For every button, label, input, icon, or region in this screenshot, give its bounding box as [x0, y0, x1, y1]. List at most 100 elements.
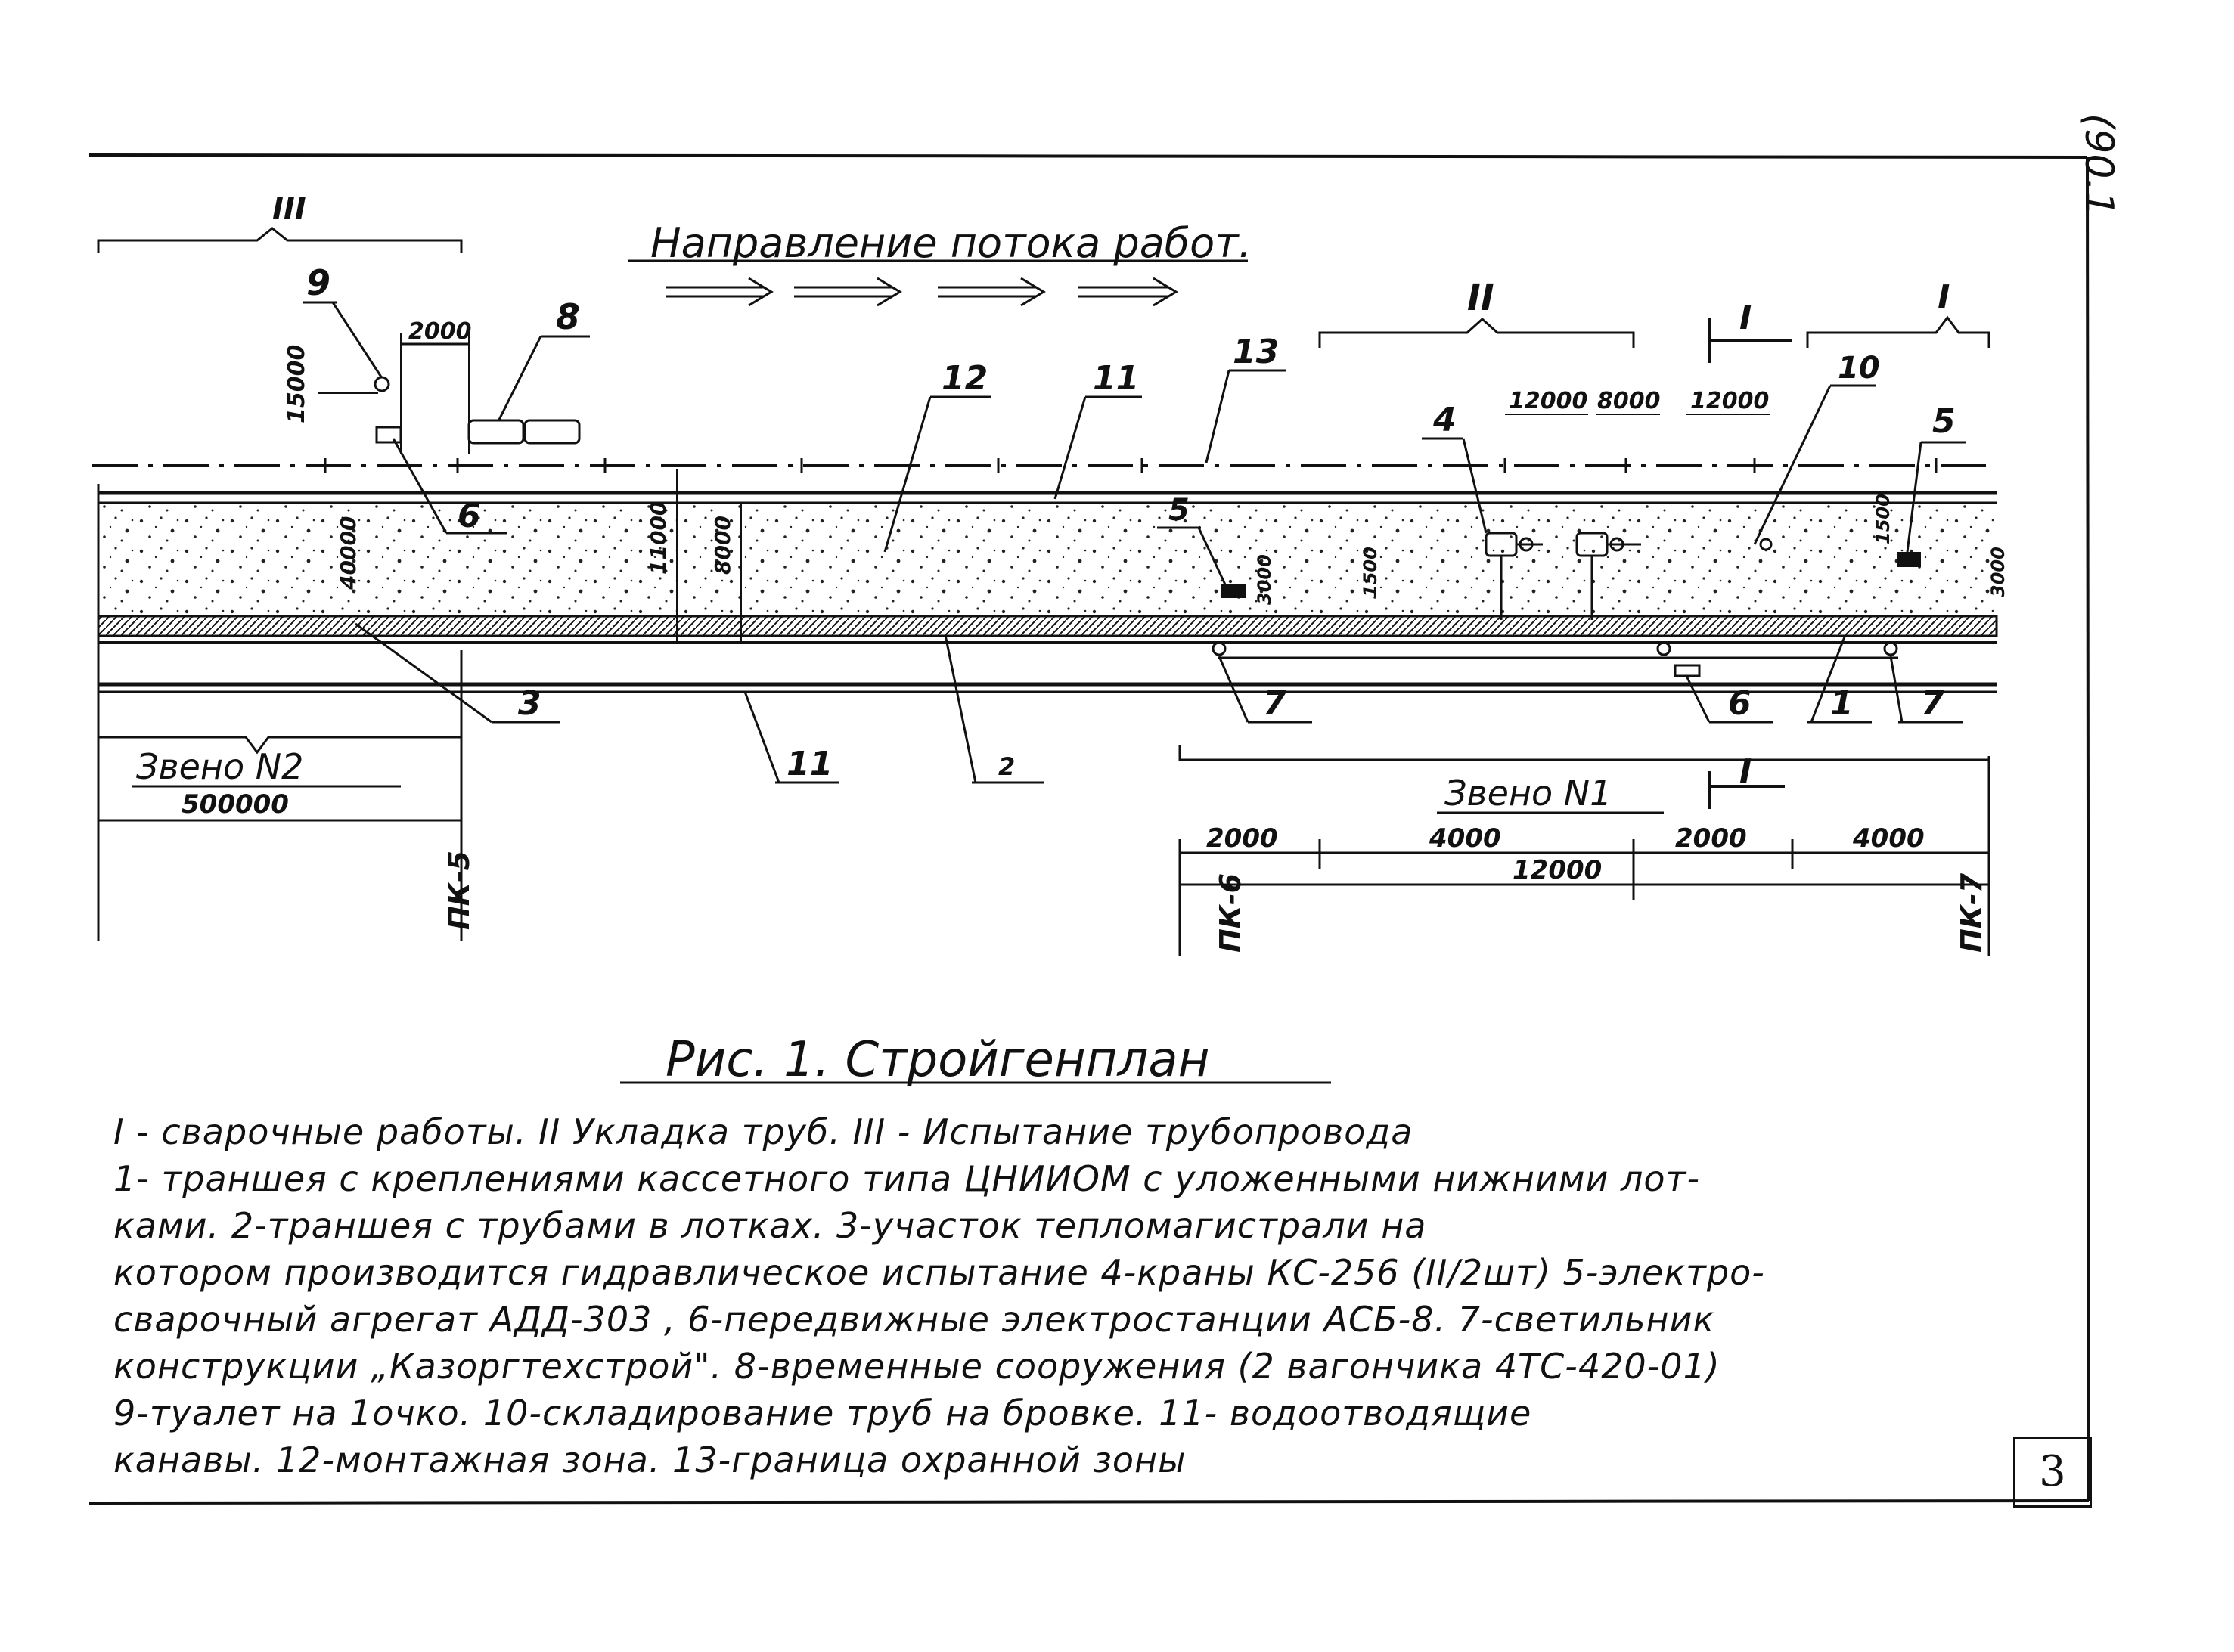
frame-right-line [2086, 157, 2090, 1502]
flow-direction-label: Направление потока работ. [650, 219, 1252, 267]
zone-I-label-b: I [1938, 278, 1950, 317]
callout-1: 1 [1830, 684, 1854, 723]
corner-mark: (90.1 [2076, 113, 2121, 217]
callout-11a: 11 [1093, 359, 1139, 398]
link-1-ticks [1178, 756, 1990, 956]
callout-10: 10 [1838, 351, 1880, 386]
callout-7b-leader [1889, 656, 1904, 723]
legend-line-4: котором производится гидравлическое испы… [113, 1252, 1765, 1293]
callout-9-leader [331, 302, 383, 379]
callout-13-leader [1205, 370, 1230, 463]
callout-12-leader [883, 396, 932, 553]
pipe-storage-symbol [1759, 538, 1773, 551]
dim-12000b-text: 12000 [1690, 388, 1769, 414]
picket-pk5: ПК-5 [442, 851, 476, 930]
temporary-building-2 [523, 419, 581, 445]
zone-I-label-a: I [1739, 299, 1752, 337]
figure-caption: Рис. 1. Стройгенплан [666, 1032, 1210, 1088]
legend-line-5: сварочный агрегат АДД-303 , 6-передвижны… [113, 1299, 1715, 1340]
crane-2 [1575, 532, 1641, 620]
picket-pk7: ПК-7 [1955, 872, 1988, 953]
flow-arrows [666, 277, 1178, 307]
link-2-length: 500000 [182, 789, 289, 820]
legend-line-6: конструкции „Казоргтехстрой". 8-временны… [113, 1346, 1720, 1387]
dim-1500-text: 1500 [1360, 547, 1381, 597]
callout-6b-leader [1685, 675, 1711, 723]
dim-11000-text: 11000 [646, 501, 671, 575]
callout-5b-leader [1906, 442, 1922, 553]
zone-III-brace [97, 227, 463, 253]
dim-1500b-text: 1500 [1873, 494, 1894, 544]
bottom-dim-12000: 12000 [1513, 855, 1602, 885]
callout-3: 3 [518, 684, 541, 723]
dim-2000-text: 2000 [408, 318, 472, 345]
dim-12000a-text: 12000 [1509, 388, 1587, 414]
zone-III-label: III [272, 192, 306, 227]
bottom-dim-4000b: 4000 [1852, 823, 1925, 854]
callout-10-leader [1753, 385, 1832, 545]
picket-pk6: ПК-6 [1214, 873, 1247, 953]
bottom-dim-2000b: 2000 [1675, 823, 1747, 854]
callout-2-leader [944, 634, 977, 783]
callout-1-leader [1810, 634, 1847, 723]
callout-13: 13 [1233, 333, 1279, 371]
mounting-zone [98, 504, 1997, 616]
callout-5a-leader [1197, 527, 1227, 585]
callout-3-leader [355, 622, 492, 724]
trench-band [97, 615, 1998, 637]
dim-8000v-text: 8000 [710, 516, 735, 575]
callout-7a: 7 [1263, 684, 1286, 723]
zone-II-label: II [1467, 277, 1494, 319]
dim-3000a-text: 3000 [1254, 554, 1275, 605]
callout-5a: 5 [1168, 493, 1190, 528]
welding-unit-1 [1221, 584, 1246, 598]
toilet-symbol [374, 376, 390, 392]
boundary-stakes [324, 458, 1938, 473]
power-station [1674, 664, 1701, 677]
callout-12: 12 [942, 359, 988, 398]
legend-line-3: ками. 2-траншея с трубами в лотках. 3-уч… [113, 1205, 1427, 1246]
callout-4-leader [1462, 438, 1488, 534]
legend-line-8: канавы. 12-монтажная зона. 13-граница ох… [113, 1440, 1187, 1480]
legend-line-2: 1- траншея с креплениями кассетного типа… [113, 1158, 1700, 1199]
callout-8: 8 [556, 296, 580, 337]
callout-11b: 11 [787, 745, 833, 783]
pipe-stack-symbol [375, 426, 402, 444]
callout-2: 2 [998, 752, 1015, 781]
callout-5b: 5 [1932, 402, 1956, 441]
legend-line-7: 9-туалет на 1очко. 10-складирование труб… [113, 1393, 1532, 1433]
callout-9: 9 [306, 262, 330, 303]
callout-6b: 6 [1728, 684, 1752, 723]
dim-3000b-text: 3000 [1987, 547, 2009, 597]
dim-8000-text: 8000 [1597, 388, 1661, 414]
zone-I-section-mark-top [1708, 318, 1792, 363]
crane-1 [1485, 532, 1543, 620]
legend-line-1: I - сварочные работы. II Укладка труб. I… [113, 1111, 1413, 1152]
bottom-dim-2000a: 2000 [1206, 823, 1278, 854]
callout-4: 4 [1432, 401, 1457, 439]
light-2 [1656, 641, 1671, 656]
zone-I-section-mark-bottom [1708, 771, 1785, 809]
link-1-brace [1178, 745, 1989, 761]
callout-6a-leader [392, 438, 448, 534]
callout-11a-leader [1053, 396, 1087, 500]
light-3 [1883, 641, 1898, 656]
link-2-label: Звено N2 [136, 746, 303, 787]
light-1 [1212, 641, 1227, 656]
link-1-label: Звено N1 [1444, 773, 1612, 814]
dim-15000-text: 15000 [284, 345, 310, 423]
dim-40000-text: 40000 [336, 516, 361, 590]
callout-6a: 6 [458, 497, 481, 535]
page-number: 3 [2013, 1437, 2092, 1508]
welding-unit-2 [1897, 552, 1921, 567]
frame-top-line [88, 153, 2088, 159]
bottom-dim-4000a: 4000 [1429, 823, 1501, 854]
temporary-building-1 [467, 419, 525, 445]
zone-II-brace [1318, 317, 1635, 348]
callout-8-leader [498, 336, 542, 420]
callout-7b: 7 [1921, 684, 1944, 723]
frame-bottom-line [88, 1499, 2090, 1505]
callout-11b-leader [743, 691, 780, 783]
zone-I-brace [1806, 315, 1990, 348]
